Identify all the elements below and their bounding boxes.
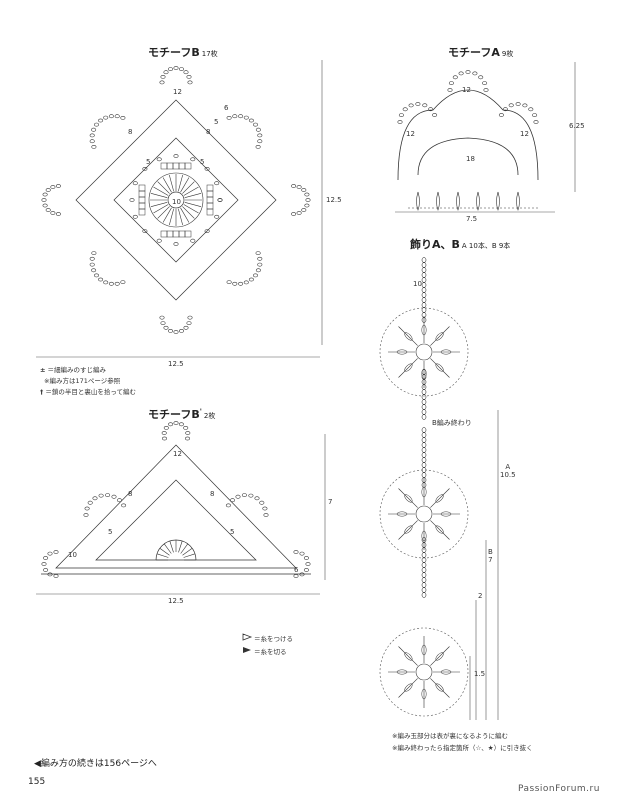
continuation-note: ◀編み方の続きは156ページへ xyxy=(34,759,157,769)
motif-a-round-label: 12 xyxy=(406,130,415,138)
motif-a-height: 6.25 xyxy=(569,122,585,130)
motif-b-round-label: 8 xyxy=(128,128,133,136)
chain-length-label: 10 xyxy=(413,280,422,288)
motif-b-prime-round-label: 10 xyxy=(68,551,77,559)
motif-b-round-label: 5 xyxy=(214,118,219,126)
motif-b-width: 12.5 xyxy=(168,360,184,368)
page-number: 155 xyxy=(28,777,46,787)
motif-b-prime-width: 12.5 xyxy=(168,597,184,605)
motif-a-diagram xyxy=(397,70,539,211)
motif-b-prime-round-label: 8 xyxy=(210,490,215,498)
motif-b-round-label: 5 xyxy=(200,158,205,166)
legend-cut-yarn: ＝糸を切る xyxy=(254,648,287,656)
motif-b-prime-round-label: 12 xyxy=(173,450,182,458)
motif-b-round-label: 5 xyxy=(146,158,151,166)
motif-b-round-label: 10 xyxy=(172,198,181,206)
motif-b-diagram xyxy=(41,66,311,334)
motif-b-round-label: 8 xyxy=(206,128,211,136)
motif-b-round-label: 12 xyxy=(173,88,182,96)
kazari-note-2: ※編み終わったら指定箇所（☆、★）に引き抜く xyxy=(392,744,533,752)
motif-b-prime-title: モチーフB'2枚 xyxy=(148,407,216,421)
legend-attach-yarn: ＝糸をつける xyxy=(254,635,293,643)
motif-b-prime-round-label: 6 xyxy=(294,566,299,574)
motif-b-round-label: 6 xyxy=(224,104,229,112)
motif-a-round-label: 12 xyxy=(520,130,529,138)
kazari-note-1: ※編み玉部分は表が裏になるように編む xyxy=(392,732,508,740)
motif-b-prime-round-label: 5 xyxy=(108,528,113,536)
dim-a: A 10.5 xyxy=(500,463,516,479)
motif-b-prime-round-label: 8 xyxy=(128,490,133,498)
note-stitch-symbol: ± ＝細編みのすじ編み xyxy=(40,366,107,374)
kazari-diagram xyxy=(379,257,469,717)
dim-b: B 7 xyxy=(488,548,493,564)
motif-b-height: 12.5 xyxy=(326,196,342,204)
motif-b-prime-diagram xyxy=(41,421,311,578)
motif-b-prime-height: 7 xyxy=(328,498,333,506)
motif-b-prime-round-label: 5 xyxy=(230,528,235,536)
note-half-stitch: † ＝鎖の半目と裏山を拾って編む xyxy=(40,388,137,396)
watermark: PassionForum.ru xyxy=(518,784,600,794)
motif-a-width: 7.5 xyxy=(466,215,478,223)
note-reference: ※編み方は171ページ参照 xyxy=(44,377,121,385)
dim-ball: 1.5 xyxy=(474,670,486,678)
motif-a-round-label: 18 xyxy=(466,155,475,163)
end-label: B編み終わり xyxy=(432,419,472,427)
dim-spacing: 2 xyxy=(478,592,483,600)
motif-a-round-label: 12 xyxy=(462,86,471,94)
